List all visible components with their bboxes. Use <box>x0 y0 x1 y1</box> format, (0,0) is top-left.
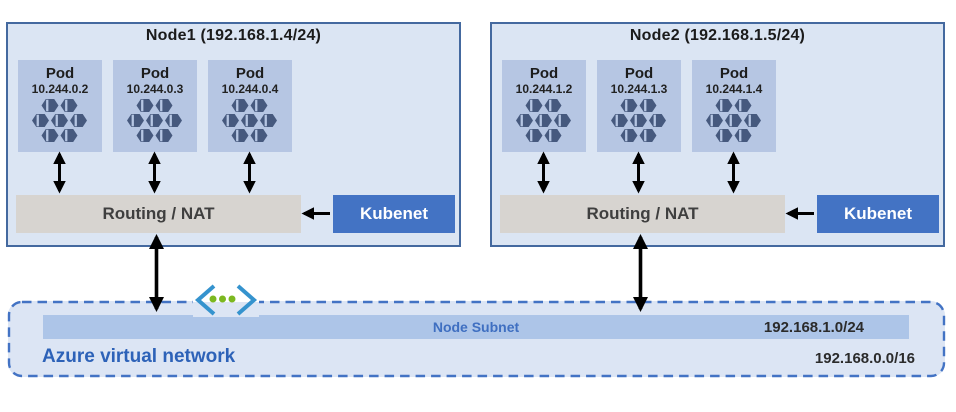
pod-hexagon-cluster-icon <box>516 99 571 143</box>
node2-pod3: Pod 10.244.1.4 <box>692 60 776 152</box>
node1-routing-nat-bar: Routing / NAT <box>16 195 301 233</box>
pod-hexagon-cluster-icon <box>222 99 277 143</box>
pod-hexagon-cluster-icon <box>611 99 666 143</box>
pod-label: Pod <box>624 65 654 82</box>
node1-pod1: Pod 10.244.0.2 <box>18 60 102 152</box>
node1-pod3: Pod 10.244.0.4 <box>208 60 292 152</box>
azure-vnet-label: Azure virtual network <box>42 346 236 367</box>
node2-box: Node2 (192.168.1.5/24) Pod 10.244.1.2 Po… <box>490 22 945 247</box>
pod-hexagon-cluster-icon <box>706 99 761 143</box>
pod-ip: 10.244.1.3 <box>610 81 668 96</box>
pod-ip: 10.244.0.4 <box>221 81 279 96</box>
pod-label: Pod <box>45 65 75 82</box>
pod-ip: 10.244.0.3 <box>126 81 184 96</box>
node2-pod1: Pod 10.244.1.2 <box>502 60 586 152</box>
node2-pod2: Pod 10.244.1.3 <box>597 60 681 152</box>
pod-hexagon-cluster-icon <box>127 99 182 143</box>
node2-title: Node2 (192.168.1.5/24) <box>629 27 806 44</box>
node1-pod2: Pod 10.244.0.3 <box>113 60 197 152</box>
pod-label: Pod <box>529 65 559 82</box>
pod-label: Pod <box>719 65 749 82</box>
node2-routing-nat-bar: Routing / NAT <box>500 195 785 233</box>
azure-vnet-cidr: 192.168.0.0/16 <box>814 350 915 367</box>
pod-ip: 10.244.0.2 <box>31 81 89 96</box>
pod-label: Pod <box>140 65 170 82</box>
pod-ip: 10.244.1.4 <box>705 81 763 96</box>
node1-kubenet-box: Kubenet <box>333 195 455 233</box>
pod-ip: 10.244.1.2 <box>515 81 573 96</box>
pod-label: Pod <box>235 65 265 82</box>
azure-vnet-box: Node Subnet 192.168.1.0/24 Azure virtual… <box>8 301 945 377</box>
node-subnet-cidr: 192.168.1.0/24 <box>763 318 864 336</box>
node1-box: Node1 (192.168.1.4/24) Pod 10.244.0.2 Po… <box>6 22 461 247</box>
node1-title: Node1 (192.168.1.4/24) <box>145 27 322 44</box>
node-subnet-bar: Node Subnet 192.168.1.0/24 <box>43 315 909 339</box>
pod-hexagon-cluster-icon <box>32 99 87 143</box>
node2-kubenet-box: Kubenet <box>817 195 939 233</box>
